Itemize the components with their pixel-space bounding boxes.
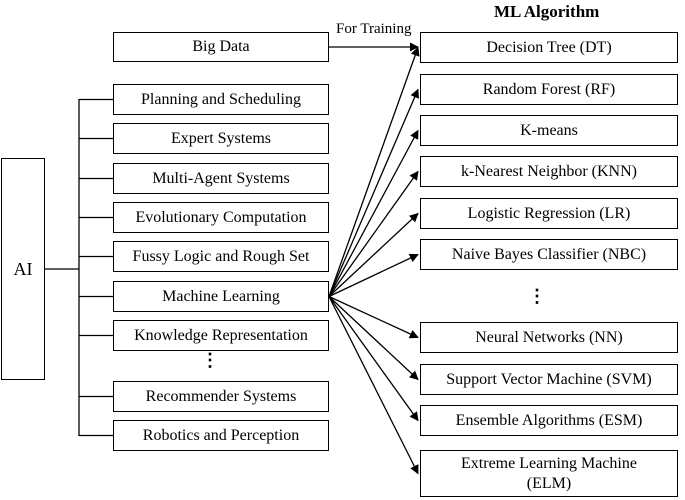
ai-field-label: Recommender Systems [145, 387, 297, 405]
ml-algorithm-title: ML Algorithm [494, 2, 600, 21]
ai-field-box: Multi-Agent Systems [113, 163, 329, 194]
ai-field-box: Expert Systems [113, 123, 329, 154]
ml-algorithm-label: Extreme Learning Machine (ELM) [461, 454, 637, 492]
ml-algorithm-label: K-means [520, 121, 578, 139]
ai-field-box: Recommender Systems [113, 381, 329, 412]
ai-field-label: Robotics and Perception [142, 426, 300, 444]
ml-fan-line [328, 295, 419, 339]
ml-algorithm-box: k-Nearest Neighbor (KNN) [420, 156, 678, 187]
ml-algorithm-label: Support Vector Machine (SVM) [446, 370, 652, 388]
ml-algorithm-label: Logistic Regression (LR) [467, 204, 631, 222]
big-data-label: Big Data [192, 38, 250, 55]
ml-fan-line [328, 129, 419, 297]
ai-field-box: Machine Learning [113, 281, 329, 312]
ml-fan-line [328, 296, 419, 475]
ml-algorithm-box: Logistic Regression (LR) [420, 198, 678, 229]
ml-fan-line [328, 296, 419, 422]
ml-fan-line [328, 170, 419, 297]
ml-fan-line [328, 296, 419, 381]
ml-algorithm-box: Neural Networks (NN) [420, 322, 678, 353]
ml-algorithm-box: K-means [420, 115, 678, 146]
ml-algorithm-label: Ensemble Algorithms (ESM) [455, 411, 643, 429]
ai-field-label: Machine Learning [162, 287, 280, 305]
training-label: For Training [336, 21, 412, 37]
ml-algorithm-label: Decision Tree (DT) [486, 38, 612, 56]
ai-box: AI [1, 158, 45, 380]
ai-field-box: Planning and Scheduling [113, 84, 329, 115]
ml-algorithm-label: Neural Networks (NN) [475, 328, 623, 346]
ai-field-label: Expert Systems [171, 129, 271, 147]
ml-algorithm-label: k-Nearest Neighbor (KNN) [461, 162, 637, 180]
ml-algorithm-box: Random Forest (RF) [420, 74, 678, 105]
ml-fan-line [328, 46, 420, 297]
ai-field-label: Multi-Agent Systems [152, 169, 290, 187]
ai-field-label: Planning and Scheduling [141, 90, 301, 108]
ai-field-label: Evolutionary Computation [135, 208, 307, 226]
ml-fan-line [328, 253, 419, 298]
ml-algorithm-box: Extreme Learning Machine (ELM) [420, 450, 678, 497]
ml-algorithm-box: Naive Bayes Classifier (NBC) [420, 239, 678, 270]
big-data-box: Big Data [113, 32, 329, 62]
ai-field-box: Evolutionary Computation [113, 202, 329, 233]
ml-algorithm-box: Support Vector Machine (SVM) [420, 364, 678, 395]
ai-field-label: Fussy Logic and Rough Set [132, 247, 310, 265]
ai-field-box: Fussy Logic and Rough Set [113, 241, 329, 272]
ml-algorithm-box: Ensemble Algorithms (ESM) [420, 405, 678, 436]
ai-field-box: Knowledge Representation [113, 320, 329, 351]
ml-algorithms-ellipsis: ⋮ [528, 286, 546, 306]
ai-fields-ellipsis: ⋮ [201, 350, 219, 370]
ai-field-label: Knowledge Representation [134, 326, 308, 344]
ml-algorithm-label: Random Forest (RF) [482, 80, 616, 98]
ml-algorithm-label: Naive Bayes Classifier (NBC) [451, 245, 647, 263]
ai-label: AI [13, 258, 33, 279]
ml-algorithm-box: Decision Tree (DT) [420, 32, 678, 63]
ml-fan-line [328, 212, 419, 297]
ai-field-box: Robotics and Perception [113, 420, 329, 451]
ml-fan-line [328, 88, 419, 297]
